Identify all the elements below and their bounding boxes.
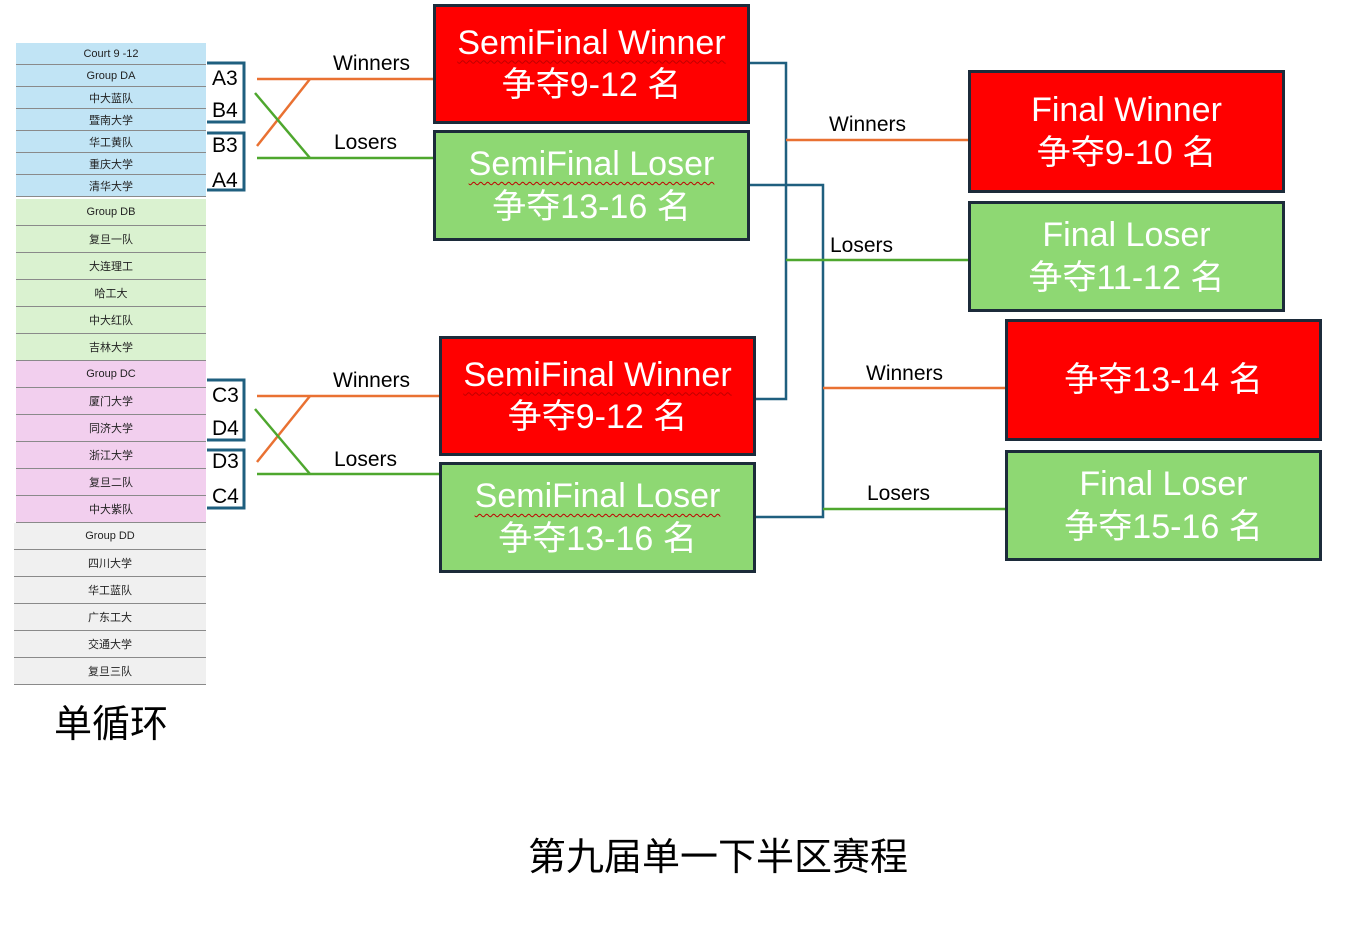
round-robin-label: 单循环 bbox=[54, 704, 169, 746]
team-row: 同济大学 bbox=[16, 415, 206, 442]
semifinal-winner-box-bottom: SemiFinal Winner 争夺9-12 名 bbox=[439, 336, 756, 456]
box-title: 争夺13-14 名 bbox=[1064, 360, 1263, 399]
label-winners: Winners bbox=[866, 362, 944, 385]
seed-a4: A4 bbox=[212, 169, 238, 192]
box-subtitle: 争夺9-12 名 bbox=[507, 398, 688, 436]
court-header: Court 9 -12 bbox=[16, 43, 206, 65]
winners-bracket bbox=[749, 61, 788, 401]
bottom-cross-orange bbox=[256, 395, 311, 463]
box-title: Final Loser bbox=[1042, 216, 1211, 254]
box-subtitle: 争夺13-16 名 bbox=[492, 187, 691, 226]
team-row: 复旦二队 bbox=[16, 469, 206, 496]
team-row: 广东工大 bbox=[14, 604, 206, 631]
team-row: 吉林大学 bbox=[16, 334, 206, 361]
team-row: 中大蓝队 bbox=[16, 87, 206, 109]
group-header: Group DA bbox=[16, 65, 206, 87]
top-cross-lines bbox=[254, 77, 434, 160]
seed-d3: D3 bbox=[212, 450, 239, 473]
page-title: 第九届单一下半区赛程 bbox=[528, 837, 909, 879]
team-row: 四川大学 bbox=[14, 550, 206, 577]
team-row: 复旦三队 bbox=[14, 658, 206, 685]
seed-c4: C4 bbox=[212, 485, 239, 508]
top-cross-orange bbox=[256, 78, 311, 147]
group-header: Group DC bbox=[16, 361, 206, 388]
box-subtitle: 争夺9-12 名 bbox=[501, 66, 682, 104]
team-row: 中大红队 bbox=[16, 307, 206, 334]
team-row: 大连理工 bbox=[16, 253, 206, 280]
bottom-cross-green bbox=[254, 408, 311, 475]
box-subtitle: 争夺9-10 名 bbox=[1036, 133, 1217, 172]
seed-a3: A3 bbox=[212, 67, 238, 90]
place-13-14-box: 争夺13-14 名 bbox=[1005, 319, 1322, 441]
team-row: 厦门大学 bbox=[16, 388, 206, 415]
final-feed-lines bbox=[786, 138, 1006, 511]
bottom-cross-lines bbox=[254, 394, 440, 476]
team-row: 重庆大学 bbox=[16, 153, 206, 175]
team-row: 华工黄队 bbox=[16, 131, 206, 153]
box-subtitle: 争夺15-16 名 bbox=[1064, 507, 1263, 546]
box-title: SemiFinal Winner bbox=[463, 355, 732, 394]
box-title: Final Loser bbox=[1079, 465, 1248, 503]
team-row: 中大紫队 bbox=[16, 496, 206, 523]
team-row: 哈工大 bbox=[16, 280, 206, 307]
final-winner-box: Final Winner 争夺9-10 名 bbox=[968, 70, 1285, 193]
final-loser-box-15-16: Final Loser 争夺15-16 名 bbox=[1005, 450, 1322, 561]
box-title: Final Winner bbox=[1031, 91, 1222, 129]
label-losers: Losers bbox=[830, 234, 894, 257]
box-title: SemiFinal Loser bbox=[468, 145, 715, 183]
team-row: 清华大学 bbox=[16, 175, 206, 197]
final-loser-box-11-12: Final Loser 争夺11-12 名 bbox=[968, 201, 1285, 312]
label-losers: Losers bbox=[334, 131, 398, 154]
group-header: Group DD bbox=[14, 523, 206, 550]
seed-bracket-a3-b4 bbox=[207, 61, 246, 124]
semifinal-winner-box-top: SemiFinal Winner 争夺9-12 名 bbox=[433, 4, 750, 124]
seed-brackets bbox=[207, 61, 246, 510]
seed-c3: C3 bbox=[212, 384, 239, 407]
label-losers: Losers bbox=[867, 482, 931, 505]
group-header: Group DB bbox=[16, 199, 206, 226]
seed-bracket-d3-c4 bbox=[207, 448, 246, 510]
seed-b4: B4 bbox=[212, 99, 238, 122]
box-title: SemiFinal Winner bbox=[457, 23, 726, 62]
label-winners: Winners bbox=[333, 369, 411, 392]
losers-bracket bbox=[749, 183, 825, 519]
seed-bracket-c3-d4 bbox=[207, 378, 246, 442]
team-row: 浙江大学 bbox=[16, 442, 206, 469]
semi-to-final-brackets bbox=[749, 61, 825, 519]
semifinal-loser-box-bottom: SemiFinal Loser 争夺13-16 名 bbox=[439, 462, 756, 573]
label-winners: Winners bbox=[829, 113, 907, 136]
seed-bracket-b3-a4 bbox=[207, 131, 246, 192]
semifinal-loser-box-top: SemiFinal Loser 争夺13-16 名 bbox=[433, 130, 750, 241]
box-title: SemiFinal Loser bbox=[474, 477, 721, 515]
box-subtitle: 争夺11-12 名 bbox=[1028, 258, 1225, 297]
box-subtitle: 争夺13-16 名 bbox=[498, 519, 697, 558]
team-row: 复旦一队 bbox=[16, 226, 206, 253]
team-row: 华工蓝队 bbox=[14, 577, 206, 604]
seed-d4: D4 bbox=[212, 417, 239, 440]
team-row: 暨南大学 bbox=[16, 109, 206, 131]
team-row: 交通大学 bbox=[14, 631, 206, 658]
seed-b3: B3 bbox=[212, 134, 238, 157]
top-cross-green bbox=[254, 92, 311, 159]
label-winners: Winners bbox=[333, 52, 411, 75]
label-losers: Losers bbox=[334, 448, 398, 471]
